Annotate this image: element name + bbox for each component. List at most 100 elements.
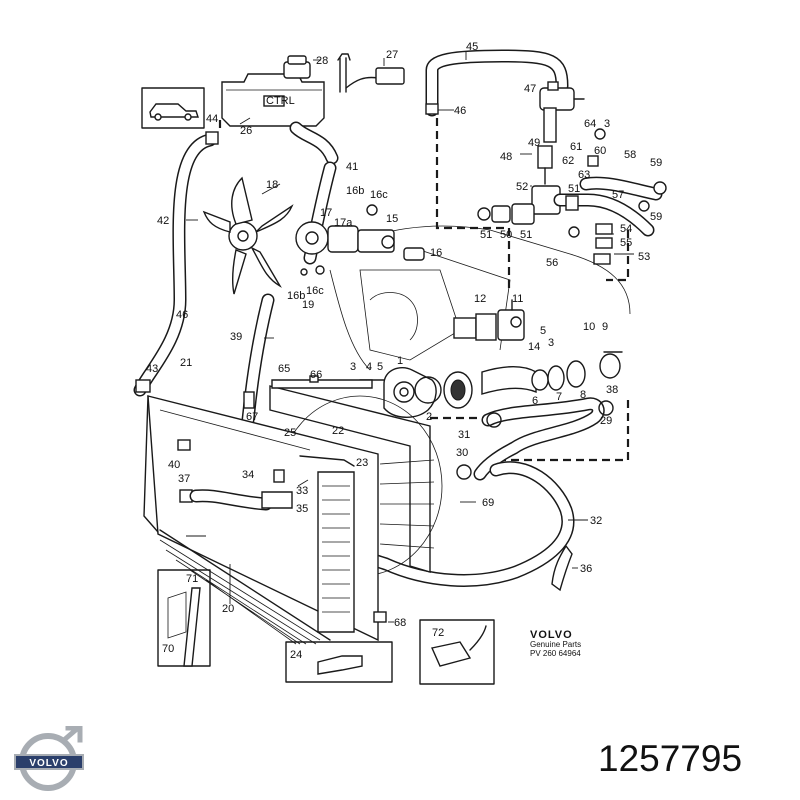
callout-44: 44 xyxy=(206,113,218,125)
callout-51a: 51 xyxy=(480,229,492,241)
callout-26: 26 xyxy=(240,125,252,137)
callout-72: 72 xyxy=(432,627,444,639)
callout-8: 8 xyxy=(580,389,586,401)
callout-18: 18 xyxy=(266,179,278,191)
callout-66: 66 xyxy=(310,369,322,381)
callout-11: 11 xyxy=(512,293,523,305)
callout-47: 47 xyxy=(524,83,536,95)
callout-16b: 16b xyxy=(346,185,364,197)
sensor-kit-inset xyxy=(419,619,495,685)
genuine-line-2: PV 260 64964 xyxy=(530,648,581,658)
callout-14: 14 xyxy=(528,341,540,353)
callout-68: 68 xyxy=(394,617,406,629)
callout-6: 6 xyxy=(532,395,538,407)
callout-29: 29 xyxy=(600,415,612,427)
callout-49: 49 xyxy=(528,137,540,149)
callout-16c: 16c xyxy=(370,189,388,201)
callout-2: 2 xyxy=(426,411,432,423)
callout-17a: 17a xyxy=(334,217,353,229)
svg-text:CTRL: CTRL xyxy=(266,95,295,107)
volvo-iron-mark-icon: VOLVO xyxy=(14,726,84,791)
callout-7: 7 xyxy=(556,391,562,403)
fan-coupling xyxy=(295,204,425,276)
callout-9: 9 xyxy=(602,321,608,333)
callout-48: 48 xyxy=(500,151,512,163)
callout-16b-lower: 16b xyxy=(287,290,305,302)
water-pump xyxy=(359,366,473,418)
thermostat-housing xyxy=(453,299,525,341)
callout-1: 1 xyxy=(397,355,403,367)
callout-labels: 1 2 3 4 5 3 5 3 6 7 8 9 10 11 12 14 15 1… xyxy=(146,41,662,661)
callout-60: 60 xyxy=(594,145,606,157)
callout-70: 70 xyxy=(162,643,174,655)
cooling-fan xyxy=(202,176,294,295)
callout-3: 3 xyxy=(350,361,356,373)
heater-valve xyxy=(539,81,585,143)
callout-30: 30 xyxy=(456,447,468,459)
callout-34: 34 xyxy=(242,469,254,481)
callout-46-top: 46 xyxy=(454,105,466,117)
callout-62: 62 xyxy=(562,155,574,167)
callout-52: 52 xyxy=(516,181,528,193)
callout-32: 32 xyxy=(590,515,602,527)
seal-strip-inset xyxy=(157,569,211,667)
callout-28: 28 xyxy=(316,55,328,67)
callout-15: 15 xyxy=(386,213,398,225)
bracket-inset xyxy=(285,641,393,683)
expansion-tank: CTRL xyxy=(221,55,325,131)
radiator xyxy=(143,391,379,645)
callout-46-left: 46 xyxy=(176,309,188,321)
callout-57: 57 xyxy=(612,189,624,201)
genuine-line-1: Genuine Parts xyxy=(530,640,582,650)
callout-64: 64 xyxy=(584,118,596,130)
callout-21: 21 xyxy=(180,357,192,369)
callout-69: 69 xyxy=(482,497,494,509)
callout-25: 25 xyxy=(284,427,296,439)
car-inset xyxy=(141,87,205,129)
bypass-pipe xyxy=(481,351,623,395)
callout-51c: 51 xyxy=(568,183,580,195)
part-number: 1257795 xyxy=(598,738,743,779)
genuine-parts-block: VOLVO Genuine Parts PV 260 64964 xyxy=(530,629,581,659)
logo-wordmark: VOLVO xyxy=(29,758,68,769)
callout-20: 20 xyxy=(222,603,234,615)
callout-16c-lower: 16c xyxy=(306,285,324,297)
callout-59-top: 59 xyxy=(650,157,662,169)
callout-41: 41 xyxy=(346,161,358,173)
callout-3c: 3 xyxy=(604,118,610,130)
callout-61: 61 xyxy=(570,141,582,153)
callout-53: 53 xyxy=(638,251,650,263)
callout-58: 58 xyxy=(624,149,636,161)
heater-pipe-assembly xyxy=(477,128,667,265)
callout-51b: 51 xyxy=(520,229,532,241)
callout-65: 65 xyxy=(278,363,290,375)
callout-3b: 3 xyxy=(548,337,554,349)
level-sensor xyxy=(337,53,405,93)
callout-67: 67 xyxy=(246,411,258,423)
callout-33: 33 xyxy=(296,485,308,497)
callout-71: 71 xyxy=(186,573,198,585)
callout-38: 38 xyxy=(606,384,618,396)
callout-31: 31 xyxy=(458,429,470,441)
genuine-wordmark: VOLVO xyxy=(530,629,573,641)
callout-63: 63 xyxy=(578,169,590,181)
callout-43: 43 xyxy=(146,363,158,375)
callout-55: 55 xyxy=(620,237,632,249)
callout-27: 27 xyxy=(386,49,398,61)
callout-40: 40 xyxy=(168,459,180,471)
callout-10: 10 xyxy=(583,321,595,333)
callout-45: 45 xyxy=(466,41,478,53)
callout-37: 37 xyxy=(178,473,190,485)
callout-12: 12 xyxy=(474,293,486,305)
callout-42: 42 xyxy=(157,215,169,227)
callout-4: 4 xyxy=(366,361,372,373)
callout-50: 50 xyxy=(500,229,512,241)
callout-16: 16 xyxy=(430,247,442,259)
callout-23: 23 xyxy=(356,457,368,469)
callout-5: 5 xyxy=(377,361,383,373)
callout-22: 22 xyxy=(332,425,344,437)
callout-56: 56 xyxy=(546,257,558,269)
callout-59-bottom: 59 xyxy=(650,211,662,223)
callout-19: 19 xyxy=(302,299,314,311)
